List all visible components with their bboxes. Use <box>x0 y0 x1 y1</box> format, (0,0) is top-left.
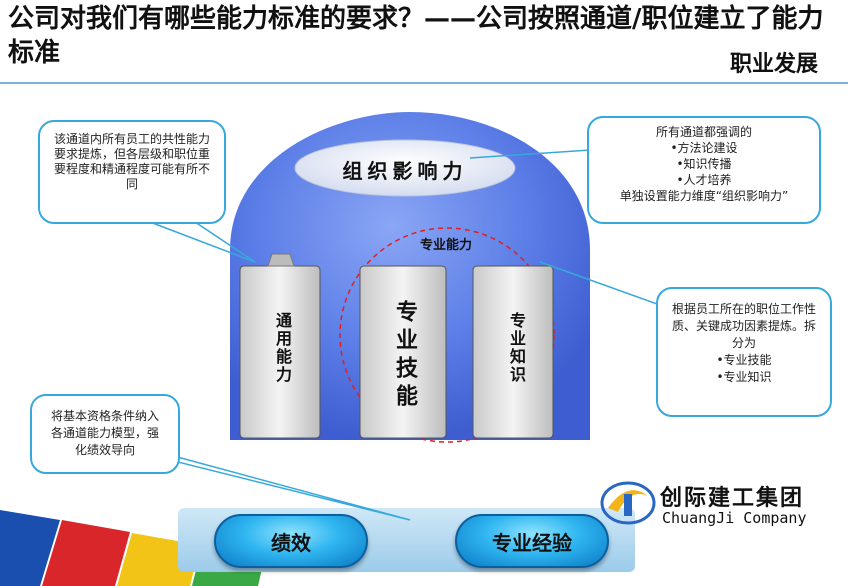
callout-org-line-2: •方法论建设 <box>670 141 738 155</box>
pillar-general <box>239 253 321 439</box>
callout-org-influence: 所有通道都强调的 •方法论建设 •知识传播 •人才培养 单独设置能力维度“组织影… <box>587 116 821 224</box>
org-influence-label: 组织影响力 <box>342 159 468 183</box>
column-label-general: 通用能力 <box>273 312 292 384</box>
pillar-skill <box>359 265 447 439</box>
callout-professional: 根据员工所在的职位工作性质、关键成功因素提炼。拆分为 •专业技能 •专业知识 <box>656 287 832 417</box>
header-divider <box>0 82 848 84</box>
professional-ability-label: 专业能力 <box>420 238 473 253</box>
org-influence-ellipse <box>294 139 516 197</box>
callout-org-line-3: •知识传播 <box>676 157 732 171</box>
column-label-knowledge: 专业知识 <box>507 312 526 384</box>
callout-org-line-1: 所有通道都强调的 <box>655 125 752 139</box>
page-subtitle: 职业发展 <box>729 52 818 77</box>
column-label-skill: 专业技能 <box>392 300 417 412</box>
pill-experience: 专业经验 <box>455 514 609 568</box>
pillar-knowledge <box>472 265 554 439</box>
callout-general-ability: 该通道内所有员工的共性能力要求提炼，但各层级和职位重要程度和精通程度可能有所不同 <box>38 120 226 224</box>
page-title: 公司对我们有哪些能力标准的要求？——公司按照通道/职位建立了能力标准 <box>8 4 824 68</box>
pill-performance: 绩效 <box>214 514 368 568</box>
callout-qualification: 将基本资格条件纳入各通道能力模型，强化绩效导向 <box>30 394 180 474</box>
company-name-en: ChuangJi Company <box>662 509 807 527</box>
professional-ability-circle <box>339 227 555 443</box>
callout-general-ability-text: 该通道内所有员工的共性能力要求提炼，但各层级和职位重要程度和精通程度可能有所不同 <box>53 132 210 191</box>
callout-prof-line-1: 根据员工所在的职位工作性质、关键成功因素提炼。拆分为 <box>671 302 816 350</box>
callout-prof-line-3: •专业知识 <box>716 370 772 384</box>
callout-qualification-text: 将基本资格条件纳入各通道能力模型，强化绩效导向 <box>50 409 159 457</box>
callout-prof-line-2: •专业技能 <box>716 353 772 367</box>
callout-org-line-5: 单独设置能力维度“组织影响力” <box>619 189 789 203</box>
company-logo-icon <box>600 481 656 525</box>
company-name-cn: 创际建工集团 <box>660 486 805 511</box>
callout-org-line-4: •人才培养 <box>676 173 732 187</box>
